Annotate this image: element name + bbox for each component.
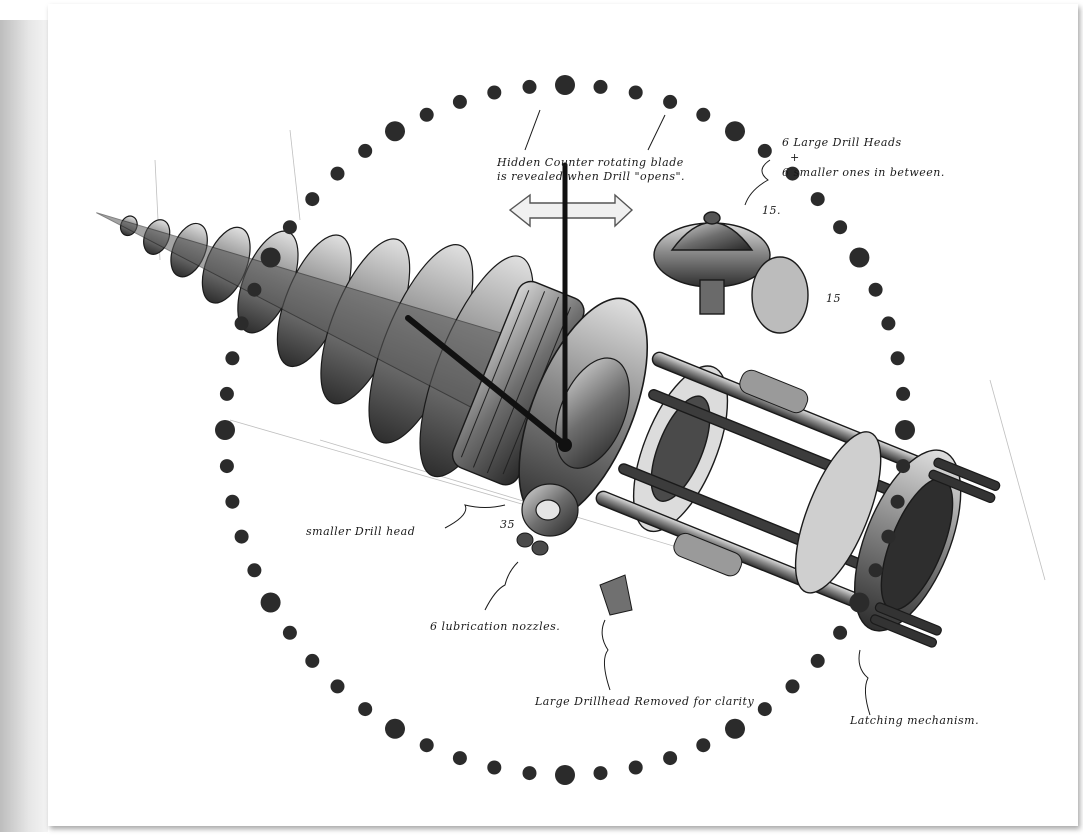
clock-dot bbox=[628, 760, 643, 775]
clock-dot bbox=[225, 494, 240, 509]
note-blade-2: is revealed when Drill "opens". bbox=[497, 170, 685, 183]
clock-dot bbox=[225, 351, 240, 366]
clock-dot bbox=[452, 751, 467, 766]
clock-dot bbox=[881, 316, 896, 331]
clock-dot bbox=[868, 282, 883, 297]
clock-dot bbox=[849, 592, 870, 613]
clock-dot bbox=[330, 166, 345, 181]
lubrication-nozzles bbox=[516, 532, 633, 616]
annotations: Hidden Counter rotating blade is reveale… bbox=[306, 136, 979, 727]
clock-dot bbox=[260, 592, 281, 613]
clock-dot bbox=[385, 121, 405, 142]
clock-dot bbox=[833, 625, 848, 640]
clock-dots bbox=[215, 75, 915, 785]
clock-dot bbox=[247, 563, 262, 578]
clock-dot bbox=[419, 107, 434, 122]
clock-dot bbox=[385, 718, 405, 739]
note-heads-2: 6 smaller ones in between. bbox=[782, 166, 945, 179]
clock-dot bbox=[833, 220, 848, 235]
clock-dot bbox=[868, 563, 883, 578]
rear-cage bbox=[595, 351, 962, 632]
clock-dot bbox=[358, 143, 373, 158]
clock-dot bbox=[696, 107, 711, 122]
clock-dot bbox=[305, 192, 320, 207]
note-mark-15b: 15 bbox=[826, 292, 841, 305]
clock-dot bbox=[890, 351, 905, 366]
clock-dot bbox=[785, 679, 800, 694]
leader-lines bbox=[444, 109, 871, 716]
construction-lines bbox=[154, 129, 1046, 581]
hour-hand bbox=[405, 315, 568, 448]
clock-dot bbox=[896, 459, 911, 474]
clock-dot bbox=[452, 94, 467, 109]
clock-dot bbox=[663, 94, 678, 109]
clock-dot bbox=[305, 653, 320, 668]
clock-dot bbox=[234, 529, 249, 544]
clock-dot bbox=[522, 79, 537, 94]
note-nozzles: 6 lubrication nozzles. bbox=[430, 620, 560, 633]
clock-dot bbox=[419, 738, 434, 753]
canvas-side-edge bbox=[0, 20, 48, 832]
clock-dot bbox=[628, 85, 643, 100]
clock-dot bbox=[522, 766, 537, 781]
clock-dot bbox=[593, 766, 608, 781]
smaller-drill-head bbox=[521, 483, 579, 537]
clock-dot bbox=[725, 718, 745, 739]
clock-dot bbox=[896, 386, 911, 401]
clock-dot bbox=[555, 75, 575, 95]
upper-drill-head bbox=[653, 211, 809, 334]
clock-dot bbox=[696, 738, 711, 753]
clock-dot bbox=[219, 386, 234, 401]
clock-hands bbox=[405, 162, 572, 452]
note-heads-1: 6 Large Drill Heads bbox=[782, 136, 902, 149]
note-smaller-head: smaller Drill head bbox=[306, 525, 415, 538]
clock-dot bbox=[810, 653, 825, 668]
note-latching: Latching mechanism. bbox=[849, 714, 979, 727]
note-mark-35: 35 bbox=[500, 518, 515, 531]
clock-dot bbox=[234, 316, 249, 331]
drill-body bbox=[96, 212, 1001, 648]
clock-dot bbox=[487, 85, 502, 100]
clock-dot bbox=[890, 494, 905, 509]
clock-dot bbox=[260, 247, 281, 268]
clock-dot bbox=[881, 529, 896, 544]
clock-dot bbox=[330, 679, 345, 694]
clock-dot bbox=[358, 702, 373, 717]
note-blade-1: Hidden Counter rotating blade bbox=[496, 156, 684, 169]
note-heads-plus: + bbox=[790, 151, 800, 164]
clock-dot bbox=[282, 220, 297, 235]
clock-dot bbox=[757, 702, 772, 717]
clock-dot bbox=[219, 459, 234, 474]
clock-dot bbox=[247, 282, 262, 297]
note-large-removed: Large Drillhead Removed for clarity bbox=[534, 695, 754, 708]
clock-dot bbox=[895, 420, 915, 440]
clock-dot bbox=[555, 765, 575, 785]
clock-dot bbox=[785, 166, 800, 181]
clock-dot bbox=[810, 192, 825, 207]
note-mark-15a: 15. bbox=[762, 204, 781, 217]
rotation-double-arrow bbox=[508, 193, 634, 228]
clock-dot bbox=[757, 143, 772, 158]
clock-dot bbox=[215, 420, 235, 440]
clock-dot bbox=[663, 751, 678, 766]
clock-dot bbox=[725, 121, 745, 142]
clock-dot bbox=[849, 247, 870, 268]
clock-dot bbox=[282, 625, 297, 640]
clock-dot bbox=[593, 79, 608, 94]
clock-dot bbox=[487, 760, 502, 775]
